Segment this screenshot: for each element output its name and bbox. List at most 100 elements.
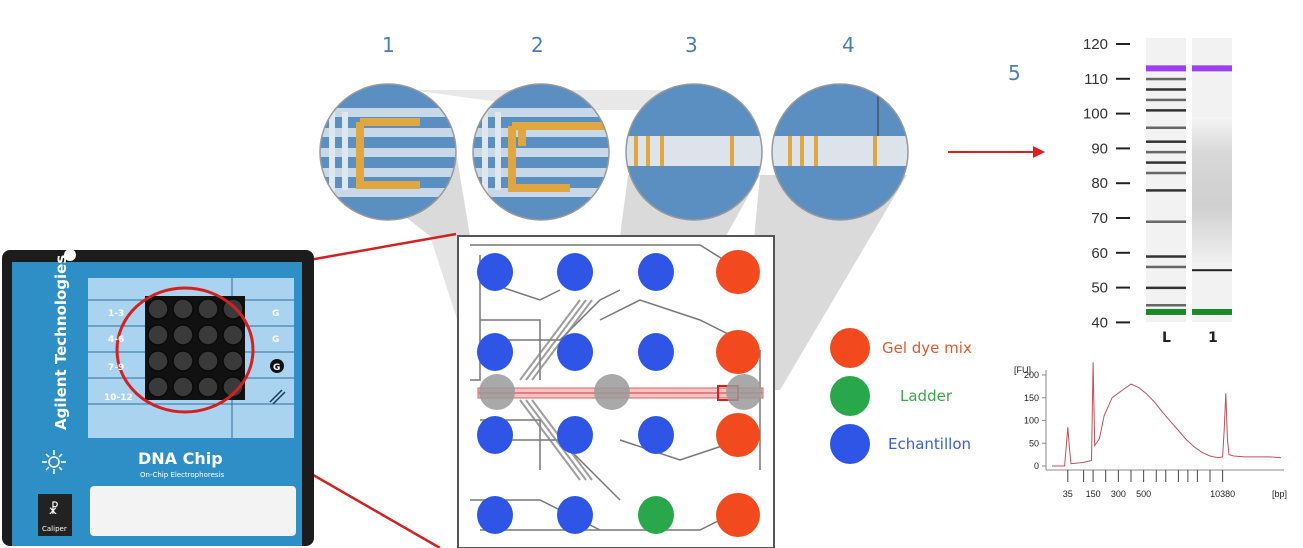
chip-hole — [197, 376, 219, 398]
chip-right-label-3: G — [273, 363, 280, 373]
chip-well-sample — [557, 416, 593, 454]
chip-well-sample — [557, 496, 593, 534]
chip-well-holes — [147, 298, 244, 398]
chip-well-sample — [638, 253, 674, 291]
zoom-circle-step-4 — [771, 83, 909, 221]
chip-hole — [222, 376, 244, 398]
gel-lane-ladder-bg — [1146, 38, 1186, 322]
gel-y-tick-label: 110 — [1084, 71, 1108, 88]
chip-row-label-1: 1-3 — [108, 309, 124, 319]
chip-right-label-1: G — [272, 309, 279, 319]
fu-y-tick-label: 100 — [1024, 416, 1039, 426]
gel-y-tick-label: 100 — [1083, 106, 1108, 123]
chip-row-label-3: 7-9 — [108, 363, 124, 373]
gel-y-tick-label: 60 — [1091, 245, 1108, 262]
gel-sample-smear — [1192, 117, 1232, 264]
chip-hole — [147, 298, 169, 320]
gel-y-tick-label: 90 — [1091, 140, 1108, 157]
chip-well-sample — [557, 253, 593, 291]
step-5-number: 5 — [1008, 61, 1021, 85]
legend: Gel dye mix Ladder Echantillon — [830, 328, 972, 464]
gel-ladder-band — [1146, 265, 1186, 269]
chip-schematic — [457, 235, 775, 548]
step-1-number: 1 — [382, 33, 395, 57]
gel-ladder-band — [1146, 189, 1186, 192]
zoom-circle-step-2 — [472, 83, 610, 221]
step-4-number: 4 — [842, 33, 855, 57]
legend-gel-swatch — [830, 328, 870, 368]
chip-row-label-2: 4-6 — [108, 335, 124, 345]
gel-ladder-band — [1146, 88, 1186, 91]
gel-ladder-band — [1146, 65, 1186, 72]
chip-well-sample — [477, 416, 513, 454]
chip-right-label-2: G — [272, 335, 279, 345]
gel-sample-band — [1192, 308, 1232, 315]
chip-product-subtitle: On-Chip Electrophoresis — [140, 471, 224, 479]
chip-well-ladder — [638, 496, 674, 534]
fu-y-tick-label: 150 — [1024, 393, 1039, 403]
chip-well-sample — [477, 496, 513, 534]
chip-hole — [147, 324, 169, 346]
gel-lane-label-ladder: L — [1162, 330, 1171, 346]
gel-ladder-band — [1146, 140, 1186, 143]
fu-y-tick-label: 50 — [1029, 438, 1039, 448]
chip-hole — [172, 376, 194, 398]
step-2-number: 2 — [531, 33, 544, 57]
chip-hole — [147, 376, 169, 398]
chip-hole — [197, 298, 219, 320]
gel-ladder-band — [1146, 98, 1186, 102]
legend-ladder-swatch — [830, 376, 870, 416]
caliper-icon: ☧ — [48, 501, 59, 518]
fu-x-tick-label: 500 — [1136, 489, 1151, 499]
fu-ylabel: [FU] — [1014, 365, 1031, 375]
chip-hole — [222, 324, 244, 346]
fu-xlabel: [bp] — [1272, 489, 1287, 499]
gel-ladder-band — [1146, 255, 1186, 258]
fu-trace — [1052, 362, 1282, 467]
gel-ladder-band — [1146, 286, 1186, 290]
legend-sample-swatch — [830, 424, 870, 464]
gel-y-tick-label: 70 — [1091, 210, 1108, 227]
step-3-number: 3 — [685, 33, 698, 57]
gel-ladder-band — [1146, 220, 1186, 223]
gel-ladder-band — [1146, 161, 1186, 164]
fu-x-tick-label: 300 — [1111, 489, 1126, 499]
chip-well-gel — [716, 493, 760, 537]
chip-well-gel — [716, 330, 760, 374]
chip-well-gel — [716, 250, 760, 294]
chip-well-sample — [638, 416, 674, 454]
chip-row-label-4: 10-12 — [104, 393, 133, 403]
chip-well-sample — [477, 333, 513, 371]
chip-well-sample — [638, 333, 674, 371]
gel-ladder-band — [1146, 171, 1186, 175]
chip-hole — [197, 350, 219, 372]
gel-ladder-band — [1146, 304, 1186, 307]
gel-sample-band — [1192, 65, 1232, 72]
chip-well-sample — [557, 333, 593, 371]
gel-ladder-band — [1146, 109, 1186, 112]
legend-gel-label: Gel dye mix — [882, 339, 972, 357]
gel-y-tick-label: 80 — [1091, 175, 1108, 192]
agilent-spark-icon — [42, 450, 66, 474]
chip-hole — [172, 298, 194, 320]
gel-ladder-band — [1146, 308, 1186, 315]
chip-hole — [147, 350, 169, 372]
chip-hole — [172, 350, 194, 372]
fu-x-tick-label: 35 — [1063, 489, 1073, 499]
gel-bands — [1146, 65, 1232, 315]
chip-well-gel — [716, 413, 760, 457]
legend-ladder-label: Ladder — [900, 387, 953, 405]
chip-well-grid — [477, 250, 760, 537]
fu-y-tick-label: 200 — [1024, 370, 1039, 380]
gel-ladder-band — [1146, 126, 1186, 130]
zoom-circle-step-3 — [625, 83, 763, 221]
chip-hole — [222, 350, 244, 372]
chip-hole — [172, 324, 194, 346]
gel-y-tick-label: 120 — [1083, 36, 1108, 53]
fu-y-tick-label: 0 — [1034, 461, 1039, 471]
gel-ladder-band — [1146, 150, 1186, 154]
